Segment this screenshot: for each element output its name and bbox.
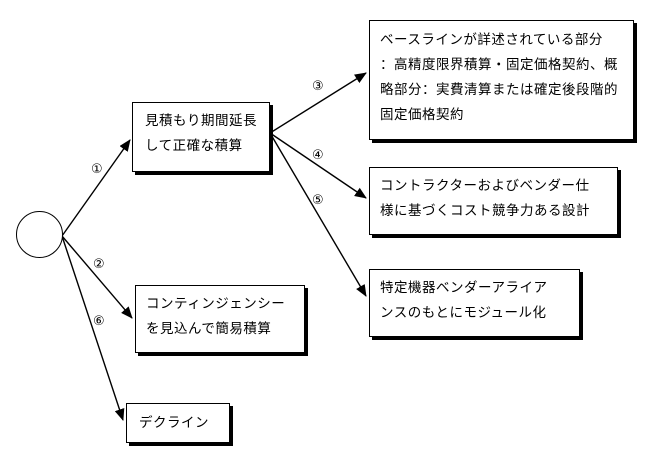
root-decision-node — [16, 211, 63, 258]
edge-3-arrow — [269, 72, 367, 134]
edge-4-arrow — [269, 132, 367, 199]
box-decline-line-1: デクライン — [139, 415, 209, 431]
edge-6-arrow — [61, 235, 125, 421]
box-baseline-line-3: 略部分：実費清算または確定後段階的 — [380, 82, 618, 98]
box-contractor-vendor-line-1: コントラクターおよびベンダー仕 — [380, 178, 590, 194]
box-decline: デクライン — [126, 403, 230, 443]
box-baseline: ベースラインが詳述されている部分 ：高精度限界積算・固定価格契約、概 略部分：実… — [369, 20, 634, 140]
box-contingency-line-2: を見込んで簡易積算 — [146, 321, 272, 337]
box-baseline-line-2: ：高精度限界積算・固定価格契約、概 — [380, 57, 618, 73]
box-vendor-alliance-line-1: 特定機器ベンダーアライア — [380, 280, 548, 296]
box-contingency: コンティンジェンシー を見込んで簡易積算 — [135, 285, 305, 353]
edge-label-4: ④ — [312, 148, 324, 163]
box-baseline-line-1: ベースラインが詳述されている部分 — [380, 32, 603, 48]
box-estimate-extension-line-2: して正確な積算 — [145, 138, 243, 154]
box-contingency-line-1: コンティンジェンシー — [146, 296, 286, 312]
edge-label-5: ⑤ — [312, 193, 324, 208]
edge-label-6: ⑥ — [93, 314, 105, 329]
edge-1-arrow — [61, 139, 131, 237]
edge-5-arrow — [269, 132, 367, 297]
box-vendor-alliance-line-2: ンスのもとにモジュール化 — [380, 305, 547, 321]
box-contractor-vendor: コントラクターおよびベンダー仕 様に基づくコスト競争力ある設計 — [369, 167, 618, 235]
edge-label-3: ③ — [312, 79, 324, 94]
edge-label-1: ① — [91, 162, 103, 177]
box-baseline-line-4: 固定価格契約 — [380, 107, 464, 123]
box-vendor-alliance: 特定機器ベンダーアライア ンスのもとにモジュール化 — [369, 269, 580, 337]
box-contractor-vendor-line-2: 様に基づくコスト競争力ある設計 — [380, 203, 590, 219]
box-estimate-extension-line-1: 見積もり期間延長 — [145, 113, 257, 129]
box-estimate-extension: 見積もり期間延長 して正確な積算 — [132, 102, 270, 172]
edge-label-2: ② — [93, 257, 105, 272]
edge-2-arrow — [61, 235, 133, 319]
